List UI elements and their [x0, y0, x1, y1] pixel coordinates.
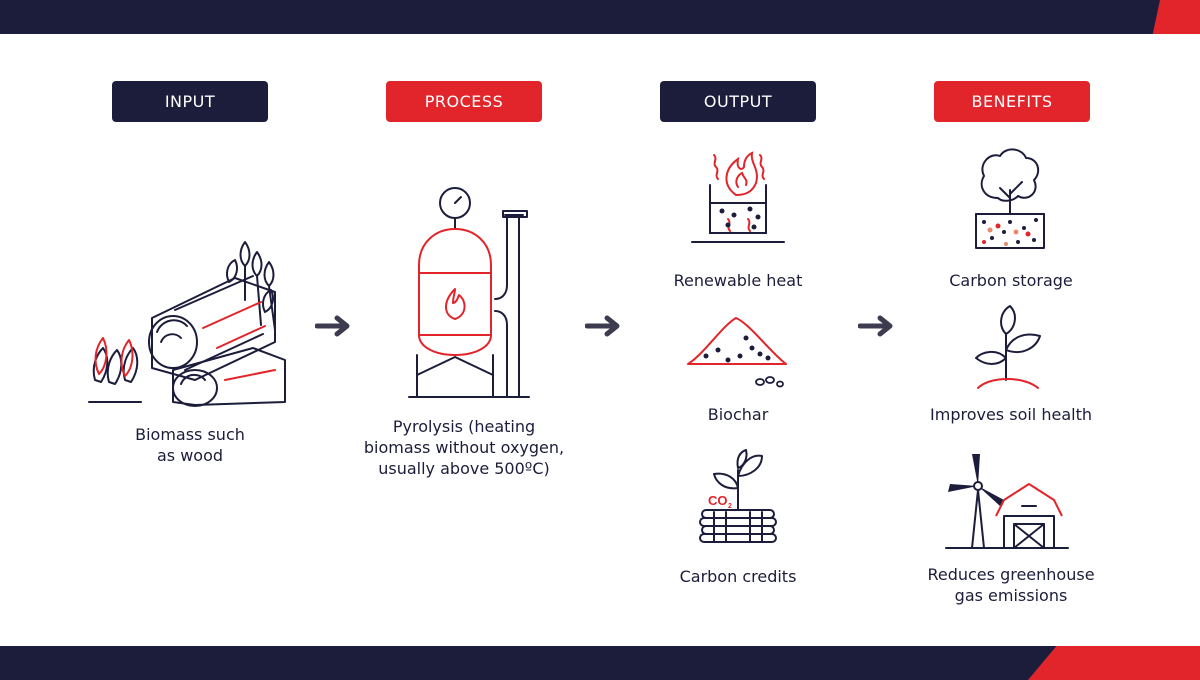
input-label-line: Biomass such: [135, 425, 245, 444]
wood-and-wheat-icon: [85, 230, 295, 410]
biochar-icon: [684, 312, 790, 392]
process-label-line: biomass without oxygen,: [363, 438, 565, 457]
process-label: Pyrolysis (heating biomass without oxyge…: [334, 416, 594, 479]
arrow-right-icon: [315, 315, 350, 337]
process-label-line: Pyrolysis (heating: [392, 417, 536, 436]
benefits-header: BENEFITS: [934, 81, 1090, 122]
pyrolysis-reactor-icon: [405, 185, 535, 400]
carbon-credits-icon: CO 2: [694, 448, 782, 548]
bottom-banner-accent: [1028, 646, 1200, 680]
top-banner-accent: [1152, 0, 1200, 34]
input-label: Biomass such as wood: [90, 424, 290, 466]
benefit-item-label: Improves soil health: [930, 405, 1092, 424]
renewable-heat-icon: [688, 147, 788, 245]
process-header: PROCESS: [386, 81, 542, 122]
svg-text:2: 2: [728, 503, 732, 510]
benefit-item-label: Reduces greenhouse gas emissions: [891, 564, 1131, 606]
input-label-line: as wood: [156, 446, 224, 465]
output-item-label: Biochar: [707, 405, 769, 424]
wind-turbine-barn-icon: [942, 454, 1072, 552]
benefit-label-line: Reduces greenhouse: [927, 565, 1095, 584]
soil-health-icon: [972, 304, 1052, 392]
arrow-right-icon: [858, 315, 893, 337]
process-label-line: usually above 500ºC): [378, 459, 550, 478]
bottom-banner: [0, 646, 1200, 680]
co2-label: CO: [708, 493, 728, 508]
top-banner: [0, 0, 1200, 34]
output-item-label: Carbon credits: [679, 567, 797, 586]
arrow-right-icon: [585, 315, 620, 337]
input-header: INPUT: [112, 81, 268, 122]
output-item-label: Renewable heat: [673, 271, 803, 290]
benefit-item-label: Carbon storage: [949, 271, 1073, 290]
carbon-storage-icon: [970, 148, 1050, 252]
benefit-label-line: gas emissions: [954, 586, 1068, 605]
output-header: OUTPUT: [660, 81, 816, 122]
